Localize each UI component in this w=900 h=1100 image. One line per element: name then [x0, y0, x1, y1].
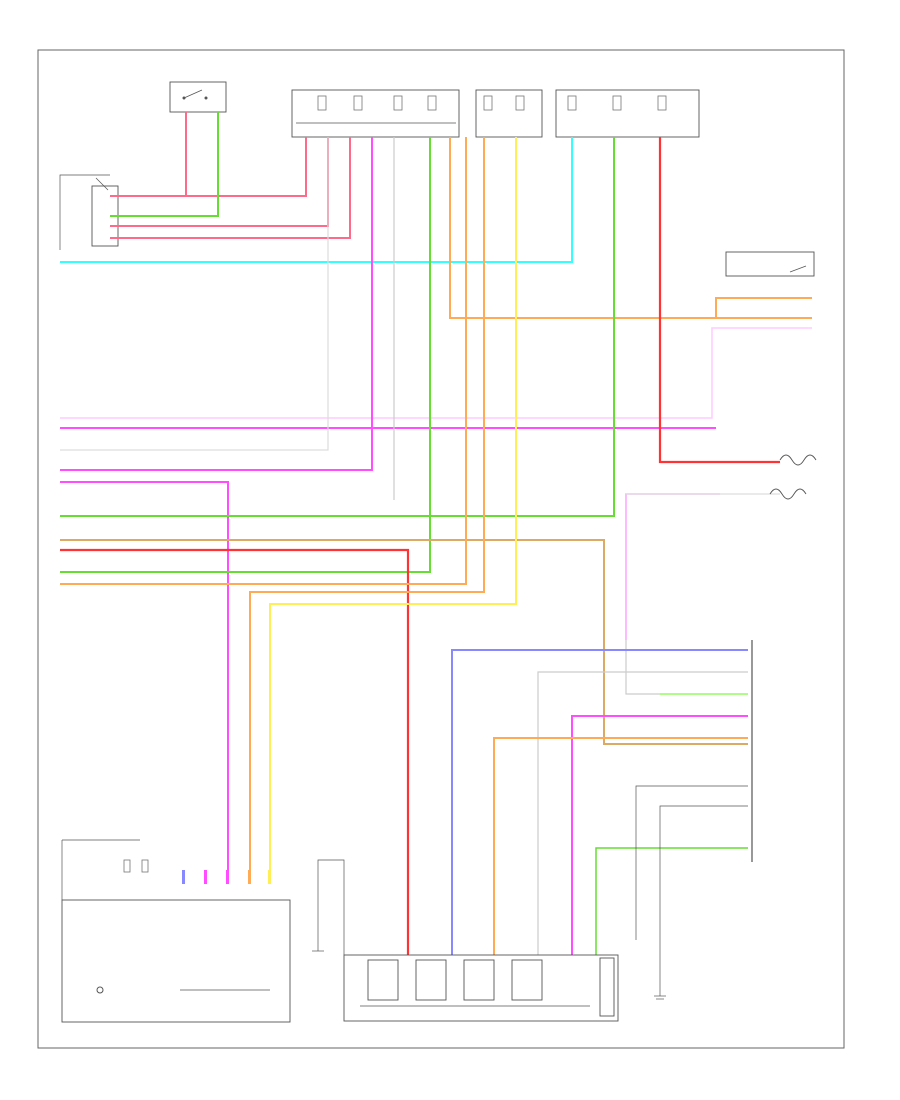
ground-symbol-bottom-mid [312, 945, 324, 952]
connector-stubs [182, 870, 271, 884]
right-switch-box [725, 251, 815, 277]
bottom-main-module [343, 954, 619, 1022]
fuse-junction-block-3 [555, 89, 700, 138]
fuse-junction-block-1 [291, 89, 460, 138]
ground-symbol-bottom-right [654, 990, 666, 1000]
fuse-junction-block-2 [475, 89, 543, 138]
bottom-left-module [61, 839, 291, 1023]
left-switch-box [59, 174, 119, 250]
right-sensor [769, 454, 817, 500]
diagram-frame [37, 49, 845, 1049]
top-switch [169, 81, 227, 113]
